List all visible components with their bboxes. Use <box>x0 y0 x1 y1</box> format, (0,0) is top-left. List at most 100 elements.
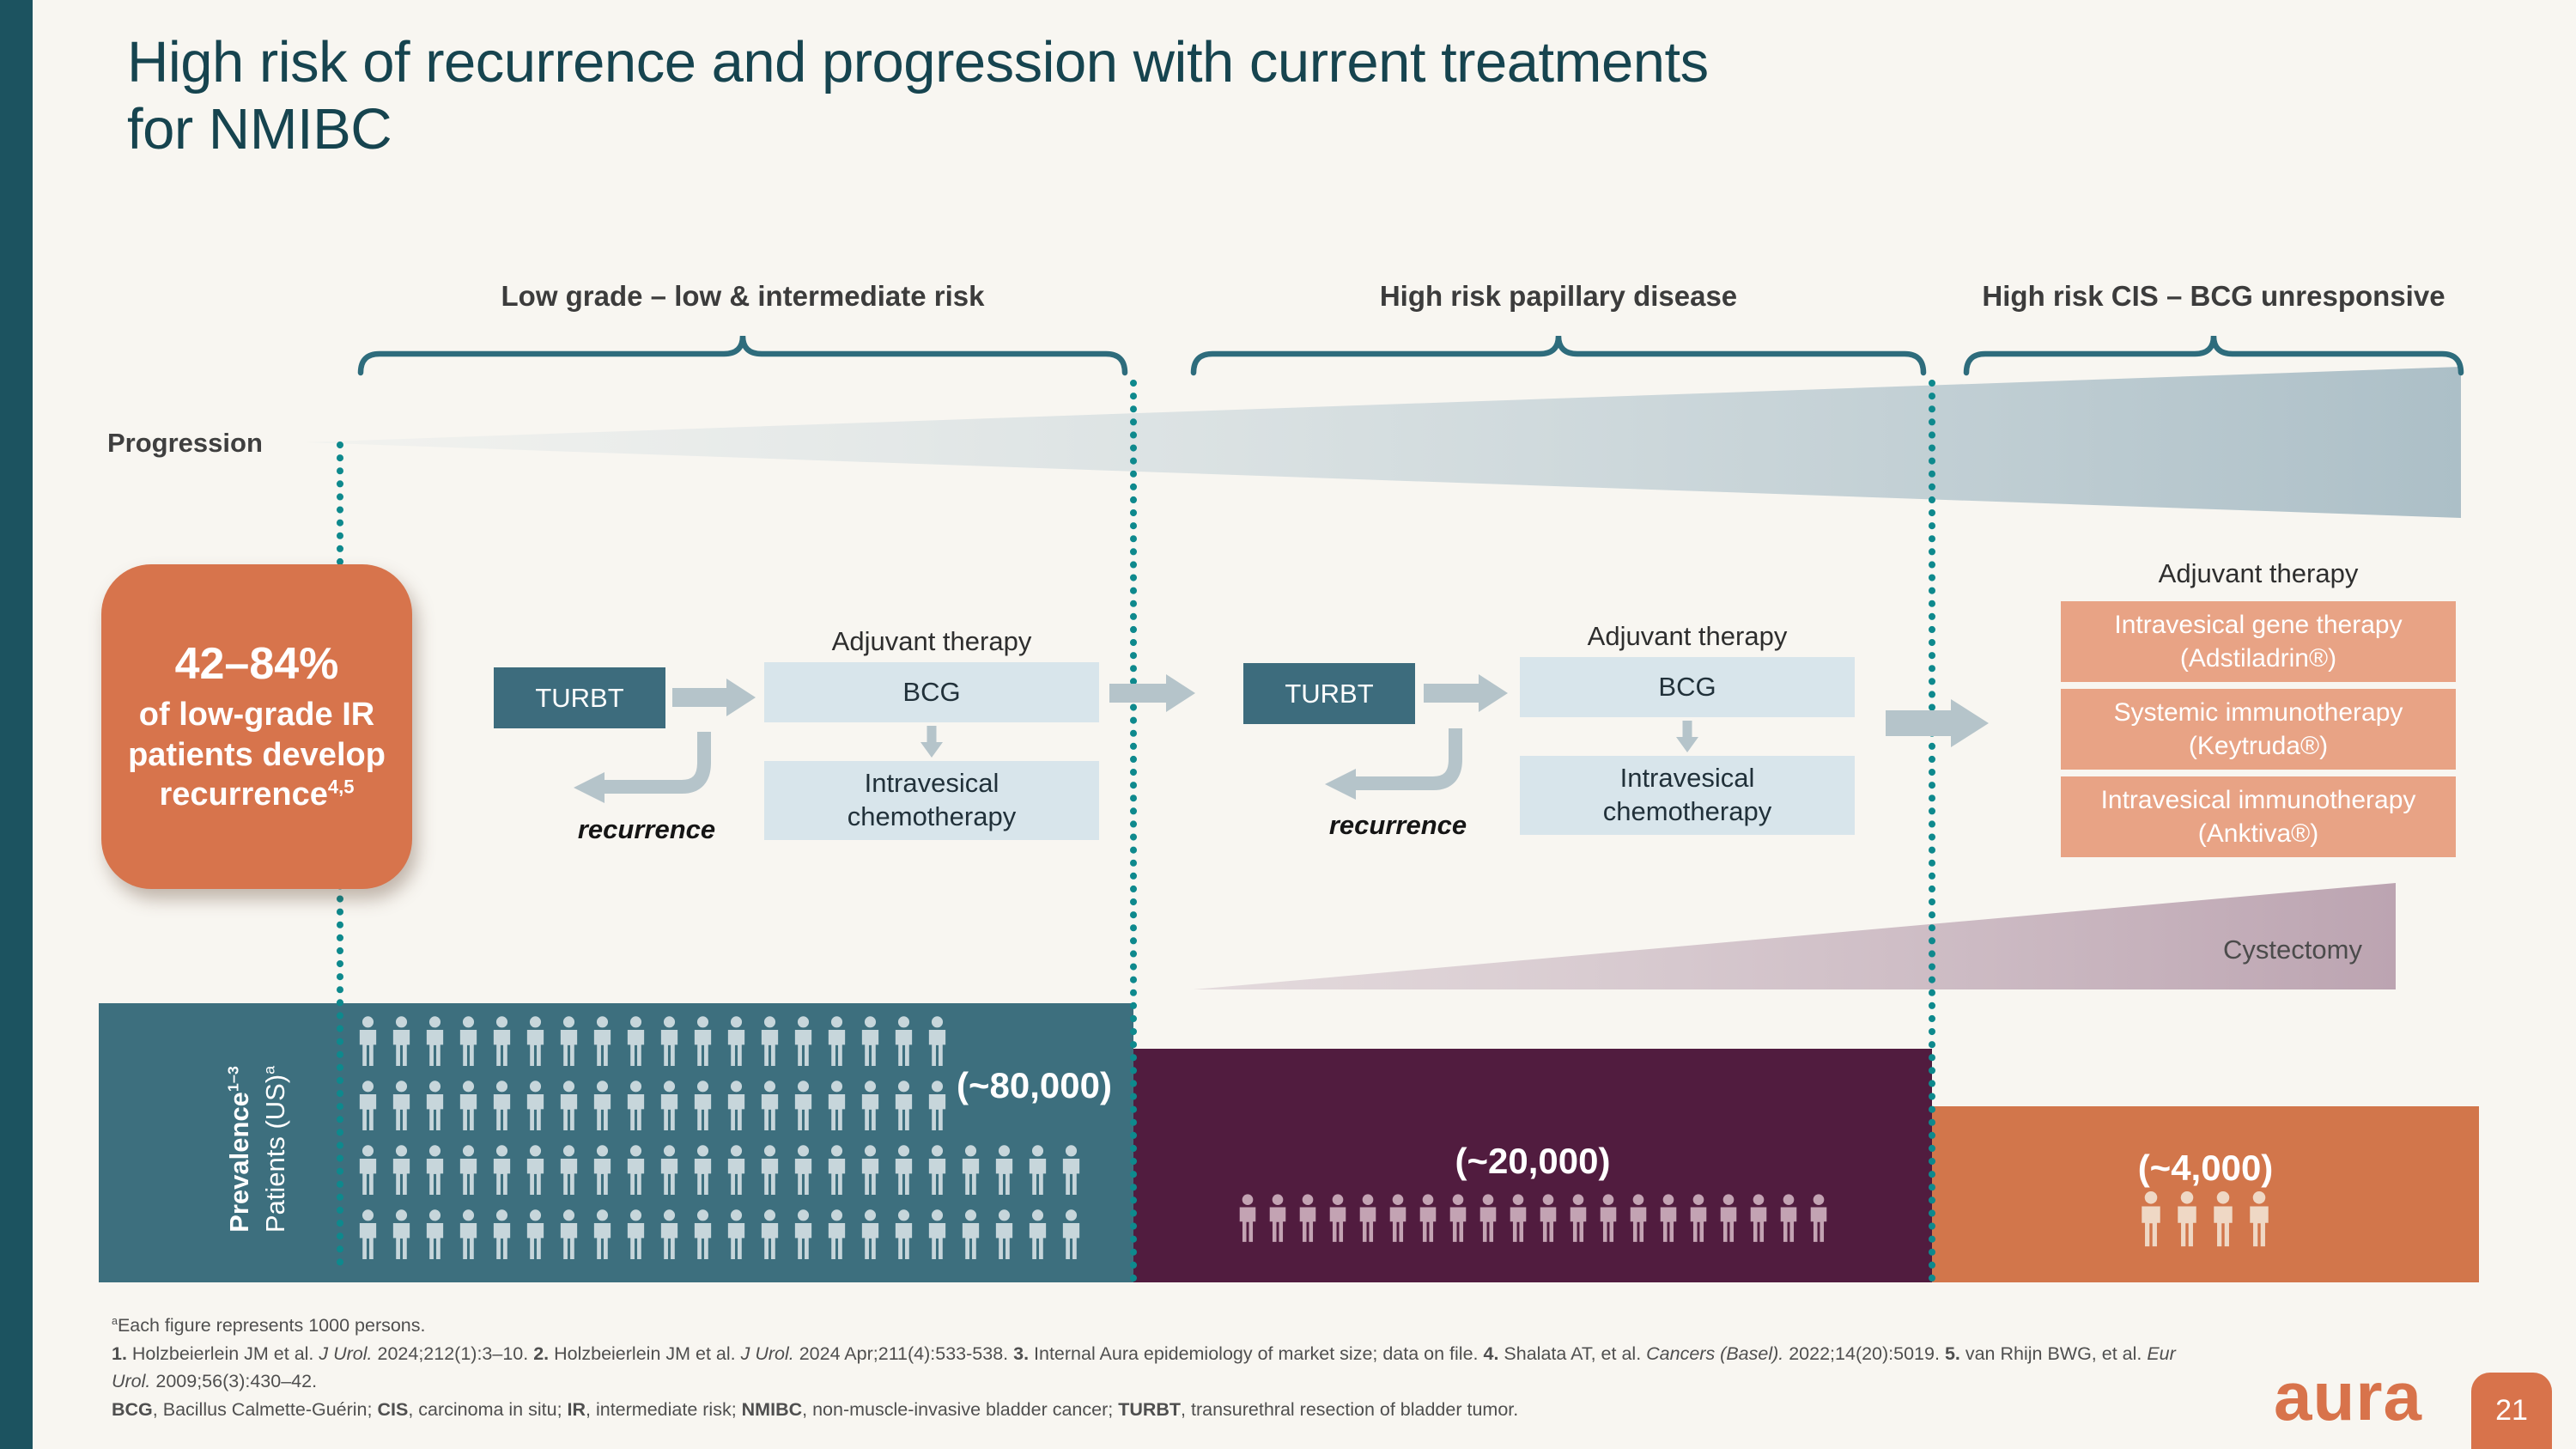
person-icon <box>560 1145 578 1195</box>
therapy-box-keytruda: Systemic immunotherapy (Keytruda®) <box>2061 689 2456 770</box>
page-number-badge: 21 <box>2471 1373 2552 1449</box>
person-icon <box>1810 1194 1827 1242</box>
person-icon <box>727 1081 745 1130</box>
brace-high-risk-cis <box>1963 335 2464 376</box>
person-icon <box>1690 1194 1707 1242</box>
person-icon <box>1750 1194 1767 1242</box>
person-icon <box>426 1016 444 1066</box>
progression-axis-label: Progression <box>107 428 263 458</box>
pictogram-row <box>356 1015 949 1068</box>
recurrence-loop-arrow-2 <box>1352 728 1462 790</box>
turbt-box-2: TURBT <box>1243 663 1415 724</box>
person-icon <box>359 1209 377 1259</box>
person-icon <box>1029 1145 1047 1195</box>
person-icon <box>493 1209 511 1259</box>
person-icon <box>1062 1145 1080 1195</box>
person-icon <box>560 1209 578 1259</box>
person-icon <box>828 1016 846 1066</box>
person-icon <box>493 1145 511 1195</box>
therapy-keytruda-brand: (Keytruda®) <box>2188 732 2329 760</box>
arrow-turbt2-to-bcg2 <box>1424 674 1508 712</box>
person-icon <box>962 1145 980 1195</box>
therapy-keytruda-name: Systemic immunotherapy <box>2113 698 2403 727</box>
recurrence-label-2: recurrence <box>1328 810 1467 840</box>
person-icon <box>794 1209 812 1259</box>
person-icon <box>493 1016 511 1066</box>
pictogram-row <box>356 1144 1083 1197</box>
person-icon <box>660 1016 678 1066</box>
page-number: 21 <box>2495 1394 2528 1427</box>
therapy-box-adstiladrin: Intravesical gene therapy (Adstiladrin®) <box>2061 601 2456 682</box>
person-icon <box>794 1081 812 1130</box>
bcg-box-2: BCG <box>1520 657 1855 717</box>
person-icon <box>1029 1209 1047 1259</box>
recurrence-loop-arrow-1 <box>601 732 711 794</box>
recurrence-loop-arrowhead-2 <box>1325 769 1356 800</box>
person-icon <box>493 1081 511 1130</box>
person-icon <box>794 1145 812 1195</box>
person-icon <box>694 1081 712 1130</box>
adjuvant-therapy-label-2: Adjuvant therapy <box>1587 621 1788 651</box>
prevalence-bar-low-grade <box>99 1003 1133 1282</box>
person-icon <box>895 1081 913 1130</box>
person-icon <box>392 1081 410 1130</box>
therapy-adstiladrin-name: Intravesical gene therapy <box>2114 611 2403 639</box>
intravesical-chemotherapy-text-2: Intravesical chemotherapy <box>1602 763 1772 826</box>
section-header-high-risk-papillary: High risk papillary disease <box>1379 280 1738 312</box>
person-icon <box>627 1145 645 1195</box>
footnote-references: 1. Holzbeierlein JM et al. J Urol. 2024;… <box>112 1343 2176 1392</box>
person-icon <box>895 1209 913 1259</box>
person-icon <box>1630 1194 1647 1242</box>
arrow-section2-to-section3 <box>1886 699 1989 747</box>
recurrence-stat-callout: 42–84% of low-grade IR patients develop … <box>101 564 412 889</box>
person-icon <box>426 1081 444 1130</box>
person-icon <box>1600 1194 1617 1242</box>
person-icon <box>2178 1191 2196 1247</box>
person-icon <box>727 1016 745 1066</box>
intravesical-chemotherapy-text-1: Intravesical chemotherapy <box>847 768 1017 831</box>
person-icon <box>1419 1194 1437 1242</box>
page-title: High risk of recurrence and progression … <box>127 30 1709 162</box>
section-header-low-grade: Low grade – low & intermediate risk <box>501 280 985 312</box>
person-icon <box>1780 1194 1797 1242</box>
therapy-anktiva-brand: (Anktiva®) <box>2197 819 2319 848</box>
prevalence-bar-high-risk-cis <box>1932 1106 2479 1282</box>
person-icon <box>995 1209 1013 1259</box>
footnote-unit: aEach figure represents 1000 persons. <box>112 1314 426 1336</box>
person-icon <box>694 1209 712 1259</box>
person-icon <box>459 1016 477 1066</box>
person-icon <box>861 1145 879 1195</box>
person-icon <box>526 1145 544 1195</box>
person-icon <box>392 1145 410 1195</box>
person-icon <box>593 1209 611 1259</box>
bcg-box-1: BCG <box>764 662 1099 722</box>
person-icon <box>459 1145 477 1195</box>
person-icon <box>1660 1194 1677 1242</box>
person-icon <box>627 1016 645 1066</box>
prevalence-axis-line1: Prevalence1–3 <box>224 1066 255 1233</box>
person-icon <box>1510 1194 1527 1242</box>
arrow-section1-to-turbt2 <box>1109 674 1195 712</box>
person-icon <box>1359 1194 1376 1242</box>
aura-logo: aura <box>2274 1358 2422 1434</box>
person-icon <box>1449 1194 1467 1242</box>
arrow-bcg1-down <box>920 726 943 758</box>
turbt-box-1: TURBT <box>494 667 665 728</box>
person-icon <box>526 1016 544 1066</box>
person-icon <box>828 1081 846 1130</box>
person-icon <box>727 1145 745 1195</box>
person-icon <box>1239 1194 1256 1242</box>
person-icon <box>526 1081 544 1130</box>
prevalence-axis-line2: Patients (US)a <box>260 1065 290 1233</box>
person-icon <box>627 1209 645 1259</box>
adjuvant-therapy-label-1: Adjuvant therapy <box>831 626 1032 656</box>
prevalence-axis-label: Prevalence1–3 Patients (US)a <box>146 943 369 1355</box>
footnote-abbreviations: BCG, Bacillus Calmette-Guérin; CIS, carc… <box>112 1399 1519 1420</box>
person-icon <box>861 1081 879 1130</box>
person-icon <box>694 1016 712 1066</box>
person-icon <box>861 1209 879 1259</box>
person-icon <box>794 1016 812 1066</box>
bar-value-low-grade: (~80,000) <box>957 1065 1112 1105</box>
pictogram-row <box>1236 1190 1830 1248</box>
prevalence-bar-high-risk-papillary <box>1133 1049 1932 1282</box>
